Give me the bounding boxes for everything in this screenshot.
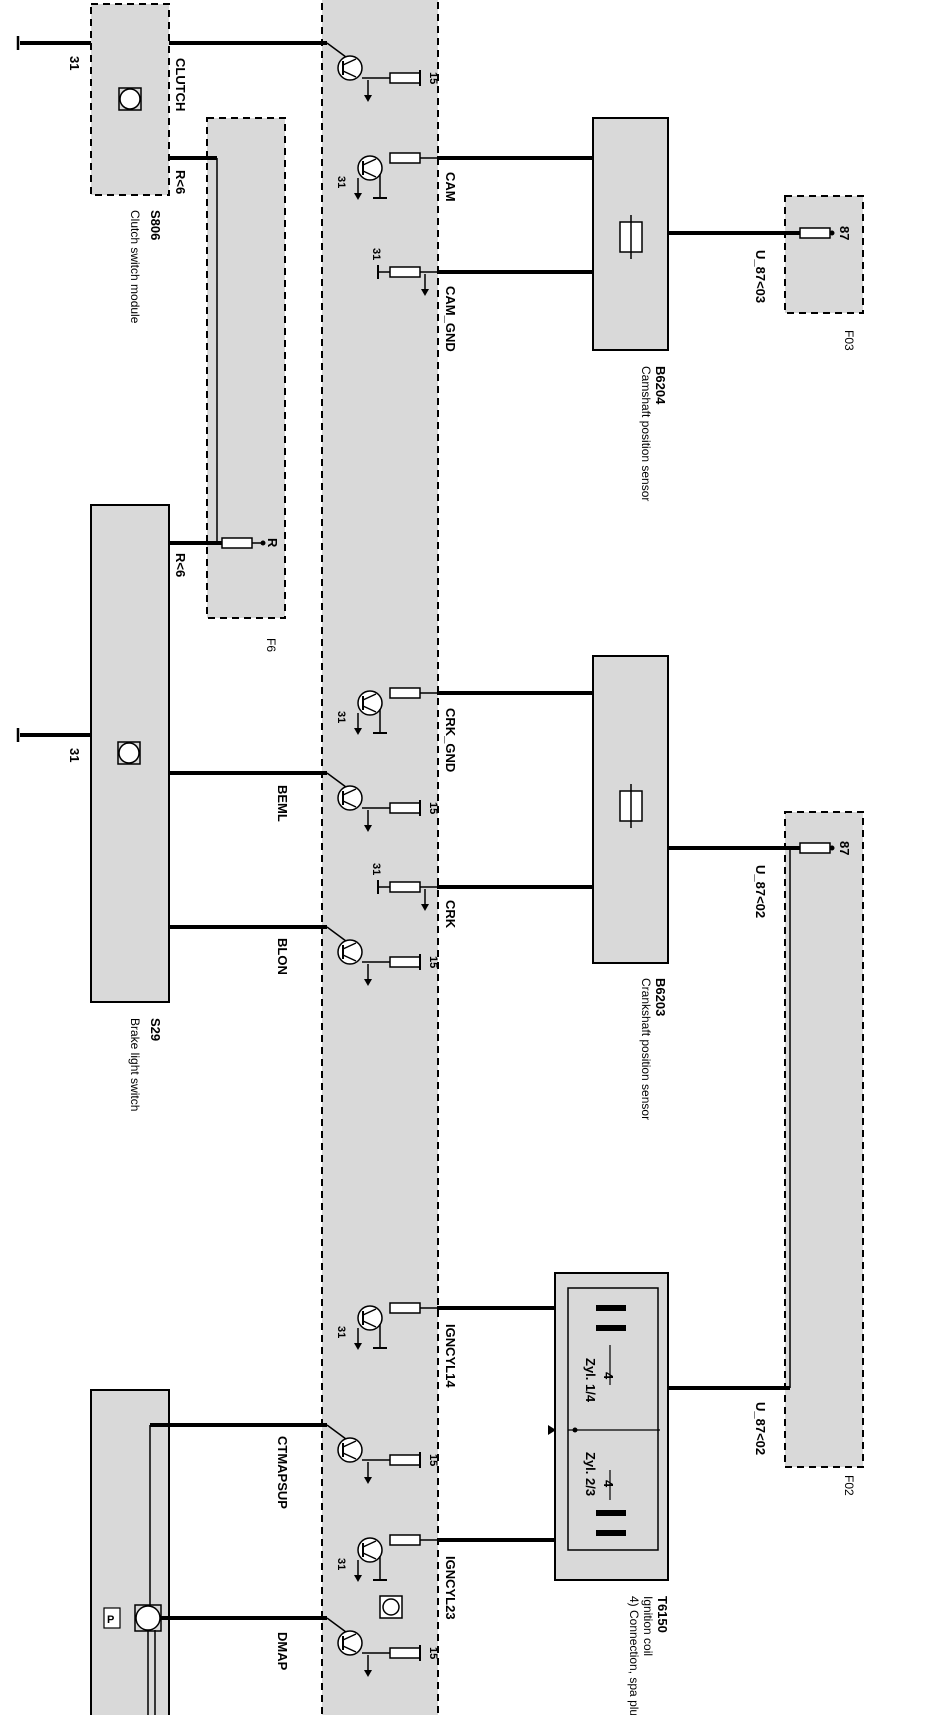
coil-zyl23-label: Zyl. 2/3 — [583, 1452, 598, 1496]
t6150-name-label: Ignition coil — [641, 1596, 655, 1656]
ctmapsup-signal-label: CTMAPSUP — [275, 1436, 290, 1509]
r6-bottom-label: R<6 — [173, 553, 188, 577]
svg-text:31: 31 — [370, 248, 382, 260]
svg-text:31: 31 — [335, 176, 347, 188]
s29-symbol-icon — [118, 742, 140, 764]
f03-id-label: F03 — [842, 330, 856, 351]
beml-signal-label: BEML — [275, 785, 290, 822]
f6-pin-r-label: R — [265, 538, 280, 548]
f03-fuse-element — [799, 227, 831, 239]
t6150-id-label: T6150 — [655, 1596, 670, 1633]
wire-igncyl14: 31 IGNCYL14 — [335, 1302, 555, 1388]
wire-cam: 31 CAM — [335, 152, 593, 202]
gnd31-middle-label: 31 — [67, 748, 82, 762]
s806-symbol-icon — [119, 88, 141, 110]
f02-id-label: F02 — [842, 1475, 856, 1496]
wire-ctmapsup: 15 CTMAPSUP — [149, 1423, 439, 1605]
coil-n4b-label: 4 — [601, 1480, 616, 1488]
b6203-id-label: B6203 — [653, 978, 668, 1016]
b6204-id-label: B6204 — [653, 366, 668, 405]
f02-fuse-element — [799, 842, 831, 854]
cam-signal-label: CAM — [443, 172, 458, 202]
svg-text:15: 15 — [427, 1647, 439, 1659]
t6150-note-label: 4) Connection, spa plugs — [627, 1596, 641, 1715]
s806-name-label: Clutch switch module — [128, 210, 142, 324]
coil-windings-1 — [596, 1305, 626, 1331]
wire-crk-gnd: 31 CRK_GND — [335, 687, 593, 772]
igncyl23-signal-label: IGNCYL23 — [443, 1556, 458, 1620]
coil-zyl14-label: Zyl. 1/4 — [583, 1358, 598, 1403]
b6204-name-label: Camshaft position sensor — [639, 366, 653, 501]
gnd31-top-label: 31 — [67, 56, 82, 70]
s29-id-label: S29 — [148, 1018, 163, 1041]
u87-02a-label: U_87<02 — [753, 865, 768, 918]
svg-text:31: 31 — [335, 1326, 347, 1338]
wire-blon: 15 BLON — [169, 925, 439, 986]
s806-id-label: S806 — [148, 210, 163, 240]
coil-windings-2 — [596, 1510, 626, 1536]
svg-text:31: 31 — [370, 863, 382, 875]
pressure-p-label: P — [107, 1614, 114, 1626]
ecu-symbol-icon — [379, 1595, 403, 1619]
map-sensor-box — [90, 1389, 170, 1715]
f03-fuse-box — [784, 195, 864, 314]
u87-03-label: U_87<03 — [753, 250, 768, 303]
wire-clutch: 15 — [169, 41, 439, 102]
f02-fuse-box — [784, 811, 864, 1468]
wire-beml: 15 BEML — [169, 771, 439, 832]
crk-gnd-signal-label: CRK_GND — [443, 708, 458, 772]
crk-signal-label: CRK — [443, 900, 458, 929]
svg-text:31: 31 — [335, 711, 347, 723]
f02-pin-87-label: 87 — [837, 841, 852, 855]
igncyl14-signal-label: IGNCYL14 — [443, 1324, 458, 1388]
f6-fuse-element — [221, 537, 253, 549]
wire-crk: 31 CRK — [370, 863, 593, 929]
b6203-name-label: Crankshaft position sensor — [639, 978, 653, 1120]
s29-name-label: Brake light switch — [128, 1018, 142, 1111]
svg-text:15: 15 — [427, 1454, 439, 1466]
u87-02b-label: U_87<02 — [753, 1402, 768, 1455]
pressure-tag — [103, 1607, 121, 1629]
wire-dmap: 15 DMAP — [161, 1616, 439, 1677]
svg-text:15: 15 — [427, 72, 439, 84]
f03-pin-87-label: 87 — [837, 226, 852, 240]
f6-fuse-box — [206, 117, 286, 619]
clutch-signal-label: CLUTCH — [173, 58, 188, 111]
svg-text:15: 15 — [427, 802, 439, 814]
wire-igncyl23: 31 IGNCYL23 — [335, 1534, 555, 1620]
f6-id-label: F6 — [264, 638, 278, 652]
svg-text:15: 15 — [427, 956, 439, 968]
t6150-coil-box — [554, 1272, 669, 1581]
blon-signal-label: BLON — [275, 938, 290, 975]
wire-cam-gnd: 31 CAM_GND — [370, 248, 593, 352]
control-unit-strip — [321, 0, 439, 1715]
coil-n4a-label: 4 — [601, 1372, 616, 1380]
dmap-signal-label: DMAP — [275, 1632, 290, 1671]
svg-text:31: 31 — [335, 1558, 347, 1570]
s806-symbol-frame — [118, 87, 142, 111]
cam-gnd-signal-label: CAM_GND — [443, 286, 458, 352]
r6-top-label: R<6 — [173, 170, 188, 194]
coil-input-arrow — [548, 1425, 556, 1435]
map-sensor-symbol-icon — [135, 1605, 161, 1631]
